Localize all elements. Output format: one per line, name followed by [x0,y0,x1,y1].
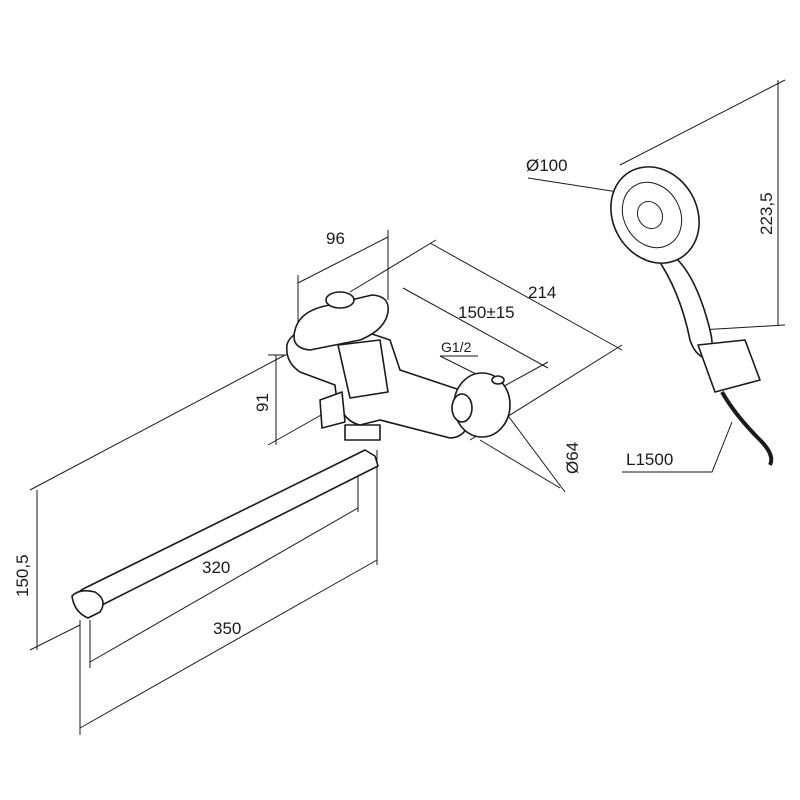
label-96: 96 [326,229,345,248]
dim-214-ext-left [349,239,437,293]
diverter-knob [319,391,346,429]
dim-2235-ext-bottom [699,324,786,331]
dim-350-line [79,559,378,729]
shower-spray-face [621,181,683,249]
mixer-illustration [71,291,511,619]
dim-96-line [297,236,389,284]
label-350: 350 [213,619,241,638]
dim-64-line [499,404,566,493]
dim-64-ext [479,439,561,489]
label-2235: 223,5 [757,192,776,235]
label-320: 320 [202,558,230,577]
label-l1500: L1500 [626,450,673,469]
dim-214-line [429,242,623,351]
shower-center-nozzles [636,200,664,230]
shower-hose [720,391,774,466]
label-214: 214 [528,283,556,302]
dim-320-line [89,507,359,663]
dia100-leader [527,177,619,193]
dim-150-line [402,287,549,369]
dimension-labels: 96 214 150±15 G1/2 91 Ø64 Ø100 223,5 L15… [13,156,776,638]
label-g12: G1/2 [441,339,472,355]
label-dia100: Ø100 [526,156,568,175]
shower-head [610,166,700,264]
label-1505: 150,5 [13,554,32,597]
label-dia64: Ø64 [563,442,582,474]
shower-outlet [491,375,505,385]
l1500-leader [622,421,733,473]
dim-1505-ext-bottom [29,624,81,651]
spout-aerator [71,589,104,619]
shower-holder [697,339,761,393]
dim-2235-ext-top [619,79,786,166]
mixer-cartridge [337,339,389,399]
dim-150-ext [496,361,549,391]
label-150: 150±15 [458,303,515,322]
dim-1505-ext-top [29,354,286,491]
eccentric-connector [451,393,473,423]
hand-shower-illustration [610,166,774,466]
lever-handle [293,294,389,351]
label-91: 91 [253,393,272,412]
spout-collar [344,424,381,441]
lever-cap [325,291,355,309]
dim-91-ext-bottom [267,409,331,446]
